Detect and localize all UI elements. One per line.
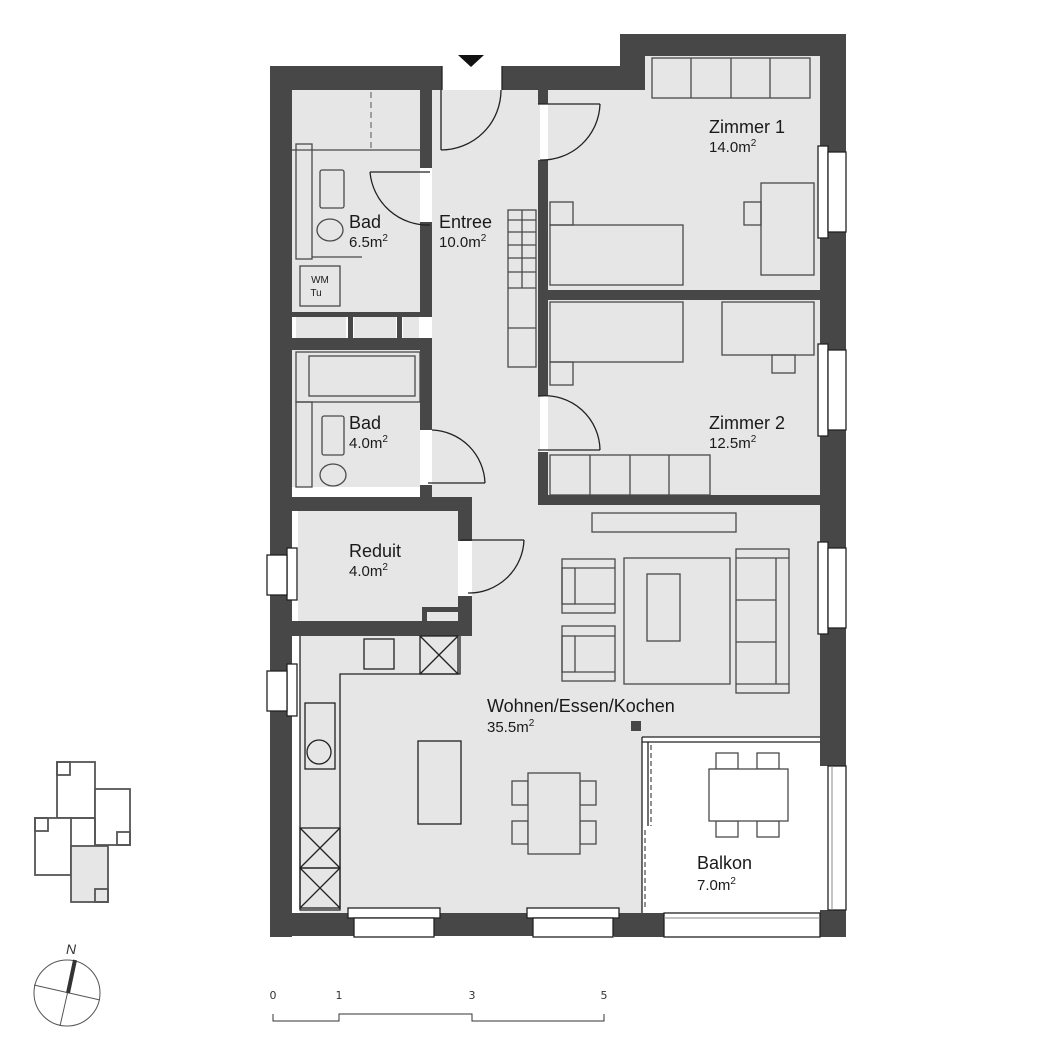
washer-label: WM xyxy=(311,275,329,286)
entree-wardrobe xyxy=(507,209,537,368)
svg-text:6.5m2: 6.5m2 xyxy=(349,233,388,251)
compass: N xyxy=(33,941,101,1027)
scale-tick-1: 1 xyxy=(336,989,343,1002)
label-balkon: Balkon 7.0m2 xyxy=(697,853,752,894)
floors xyxy=(292,56,820,913)
balcony xyxy=(641,736,847,938)
floor-bad1 xyxy=(292,90,420,312)
interior-walls xyxy=(292,90,846,937)
scale-tick-5: 5 xyxy=(601,989,608,1002)
svg-text:Zimmer 2: Zimmer 2 xyxy=(709,413,785,433)
svg-text:Wohnen/Essen/Kochen: Wohnen/Essen/Kochen xyxy=(487,696,675,716)
floor-wohnen xyxy=(300,497,820,913)
zimmer2-furniture xyxy=(549,301,815,496)
kitchen xyxy=(299,635,462,911)
svg-text:14.0m2: 14.0m2 xyxy=(709,138,757,156)
washer-dryer xyxy=(299,265,341,307)
kitchen-island xyxy=(417,740,462,825)
floor-reduit xyxy=(298,511,458,621)
label-wohnen: Wohnen/Essen/Kochen 35.5m2 xyxy=(487,696,675,736)
entrance-arrow-icon xyxy=(458,55,484,67)
floor-bad2 xyxy=(292,350,420,487)
dryer-label: Tu xyxy=(310,288,321,299)
label-zimmer1: Zimmer 1 14.0m2 xyxy=(709,117,785,156)
label-bad1: Bad 6.5m2 xyxy=(349,212,388,251)
svg-text:Reduit: Reduit xyxy=(349,541,401,561)
label-zimmer2: Zimmer 2 12.5m2 xyxy=(709,413,785,452)
label-bad2: Bad 4.0m2 xyxy=(349,413,388,452)
svg-text:35.5m2: 35.5m2 xyxy=(487,718,535,736)
svg-text:10.0m2: 10.0m2 xyxy=(439,233,487,251)
key-plan-current-unit xyxy=(70,845,109,903)
scale-tick-3: 3 xyxy=(469,989,476,1002)
svg-text:Zimmer 1: Zimmer 1 xyxy=(709,117,785,137)
entrance xyxy=(440,55,503,151)
living-furniture xyxy=(511,512,790,855)
svg-text:Bad: Bad xyxy=(349,413,381,433)
svg-text:4.0m2: 4.0m2 xyxy=(349,562,388,580)
floor-zimmer1 xyxy=(548,56,820,290)
windows xyxy=(266,145,847,938)
svg-text:4.0m2: 4.0m2 xyxy=(349,434,388,452)
doors xyxy=(369,103,601,594)
zimmer1-furniture xyxy=(549,57,815,286)
column xyxy=(631,721,641,731)
scale-tick-0: 0 xyxy=(270,989,277,1002)
north-needle-icon xyxy=(66,959,77,994)
north-label: N xyxy=(66,941,77,957)
bad1-fixtures: WM Tu xyxy=(292,92,420,307)
floor-entree xyxy=(432,90,540,510)
label-reduit: Reduit 4.0m2 xyxy=(349,541,401,580)
svg-text:Balkon: Balkon xyxy=(697,853,752,873)
svg-text:7.0m2: 7.0m2 xyxy=(697,876,736,894)
floor-zimmer2 xyxy=(548,300,820,495)
key-plan xyxy=(34,761,131,903)
scale-bar: 0 1 3 5 xyxy=(270,989,608,1022)
room-labels: Zimmer 1 14.0m2 Bad 6.5m2 Entree 10.0m2 … xyxy=(349,117,785,894)
bad2-fixtures xyxy=(295,351,421,488)
label-entree: Entree 10.0m2 xyxy=(439,212,492,251)
svg-text:12.5m2: 12.5m2 xyxy=(709,434,757,452)
svg-text:Entree: Entree xyxy=(439,212,492,232)
svg-text:Bad: Bad xyxy=(349,212,381,232)
